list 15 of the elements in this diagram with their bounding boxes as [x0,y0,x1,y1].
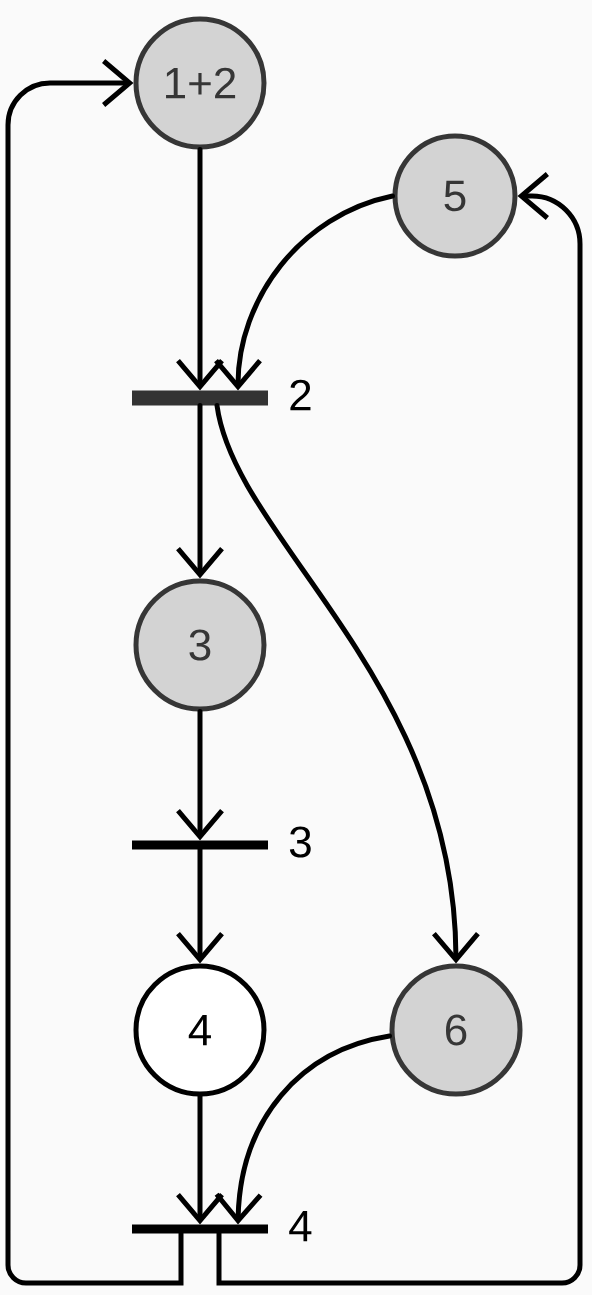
transition-label: 3 [289,826,311,858]
transition-label: 2 [290,379,311,411]
arrow [5,59,184,1286]
arrow [216,172,583,1286]
arrow [214,1033,392,1225]
arrow [176,403,224,579]
transition-label: 4 [289,1210,312,1242]
arrow [176,147,224,391]
arrow [176,1094,224,1225]
transition-bar [132,1224,268,1234]
arrow [176,709,224,841]
transition-bar [132,840,268,850]
arrow [214,193,395,391]
arrow [176,847,224,964]
arrow [214,403,480,964]
